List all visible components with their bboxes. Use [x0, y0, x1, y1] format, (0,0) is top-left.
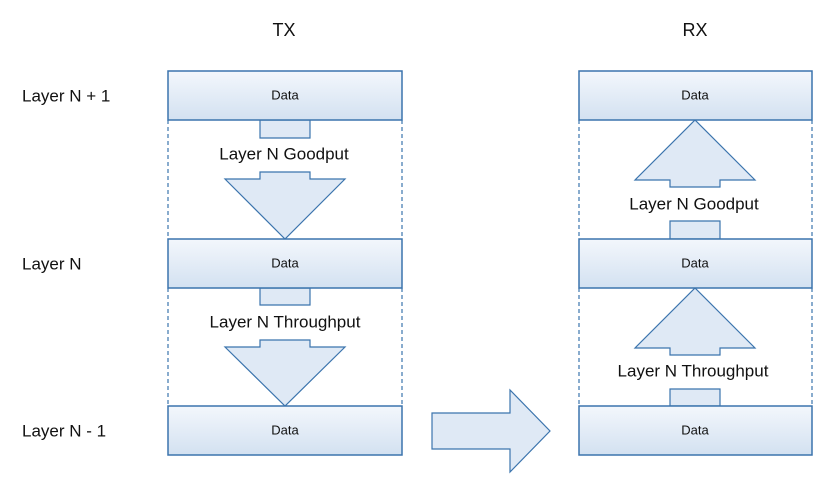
flow-label-background [614, 359, 772, 383]
rx-throughput-arrow-head [633, 287, 757, 356]
rx-throughput-arrow-stem-bottom [669, 388, 721, 407]
rx-data-box-top [578, 70, 813, 121]
rx-data-box-bottom [578, 405, 813, 456]
rx-data-label-bottom: Data [681, 422, 709, 437]
tx-column-title: TX [272, 20, 295, 40]
rx-data-label-top: Data [681, 87, 709, 102]
rx-column-title: RX [682, 20, 707, 40]
tx-data-label-bottom: Data [271, 422, 299, 437]
tx-throughput-arrow-head [223, 339, 347, 407]
rx-data-box-mid [578, 238, 813, 289]
rx-data-label-mid: Data [681, 255, 709, 270]
tx-data-label-mid: Data [271, 255, 299, 270]
tx-goodput-arrow-stem-top [259, 119, 311, 139]
flow-label-background [206, 310, 364, 334]
layer-label-mid: Layer N [22, 254, 82, 273]
flow-label-background [216, 142, 353, 166]
rx-throughput-label: Layer N Throughput [618, 361, 769, 380]
tx-throughput-label: Layer N Throughput [210, 312, 361, 331]
tx-goodput-label: Layer N Goodput [219, 144, 349, 163]
flow-label-background [626, 192, 763, 216]
tx-data-box-mid [167, 238, 403, 289]
layer-label-top: Layer N + 1 [22, 86, 110, 105]
tx-data-box-bottom [167, 405, 403, 456]
rx-goodput-arrow-stem-bottom [669, 220, 721, 240]
tx-data-box-top [167, 70, 403, 121]
layer-label-bottom: Layer N - 1 [22, 421, 106, 440]
rx-goodput-arrow-head [633, 119, 757, 188]
tx-to-rx-transfer-arrow [431, 388, 551, 474]
tx-goodput-arrow-head [223, 171, 347, 240]
tx-data-label-top: Data [271, 87, 299, 102]
tx-throughput-arrow-stem-top [259, 287, 311, 306]
rx-goodput-label: Layer N Goodput [629, 194, 759, 213]
